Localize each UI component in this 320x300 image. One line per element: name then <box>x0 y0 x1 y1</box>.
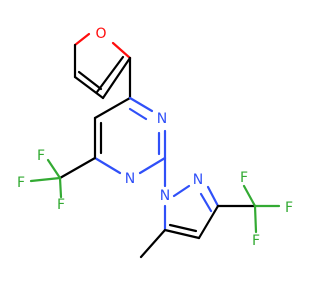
bond-cf3-f1 <box>29 176 62 183</box>
structure-svg: O N N N N F F F F F F <box>17 26 293 259</box>
nitrogen-label-pz-n2: N <box>193 172 203 188</box>
bond-c4p-c5p <box>163 228 201 240</box>
fluorine-label-right-mid: F <box>285 200 293 216</box>
pyrazole-ring <box>163 156 220 240</box>
fluorine-label-left-mid: F <box>17 175 25 191</box>
cf3-left <box>29 156 97 199</box>
molecule-diagram: O N N N N F F F F F F <box>17 26 293 259</box>
fluorine-label-left-top: F <box>37 148 45 164</box>
bond-n1-c6-double <box>128 107 148 121</box>
fluorine-label-right-bottom: F <box>252 233 260 249</box>
bond-c6-cf3 <box>58 156 97 180</box>
bond-cf3-f6 <box>253 204 258 234</box>
bond-c4f-c3f <box>73 75 105 100</box>
bond-methyl <box>139 228 167 259</box>
bond-pzn2-c3p <box>206 185 220 208</box>
fluorine-label-right-top: F <box>240 170 248 186</box>
bond-o1-c5f <box>111 41 132 60</box>
pyrimidine-ring <box>93 96 167 175</box>
bond-c3p-c4p <box>197 204 220 240</box>
bond-cf3-f3 <box>58 176 63 199</box>
bond-c4f-c3f-double <box>77 70 103 91</box>
bond-n1-c2 <box>138 156 167 175</box>
bond-pzn2-c3p-double <box>199 192 213 213</box>
bond-c6-n1 <box>93 156 122 175</box>
nitrogen-label-pz-n1: N <box>160 188 170 204</box>
bond-cf3-f2 <box>46 158 62 180</box>
bond-c4-c5 <box>93 96 132 120</box>
cf3-right <box>216 184 281 234</box>
nitrogen-label-n1: N <box>125 171 135 187</box>
bond-c3f-c2f-double <box>95 55 125 94</box>
oxygen-label: O <box>95 26 106 42</box>
bond-cf3-f4 <box>242 184 257 208</box>
fluorine-label-left-bottom: F <box>57 197 65 213</box>
nitrogen-label-n3: N <box>157 111 167 127</box>
bond-c3f-c2f <box>101 56 132 100</box>
bond-n3-c4 <box>128 96 154 113</box>
bond-c4p-c5p-double <box>168 223 198 233</box>
bond-pzn1-pzn2 <box>172 184 191 198</box>
bond-o1-c2f <box>73 32 91 47</box>
furan-ring <box>73 32 132 100</box>
